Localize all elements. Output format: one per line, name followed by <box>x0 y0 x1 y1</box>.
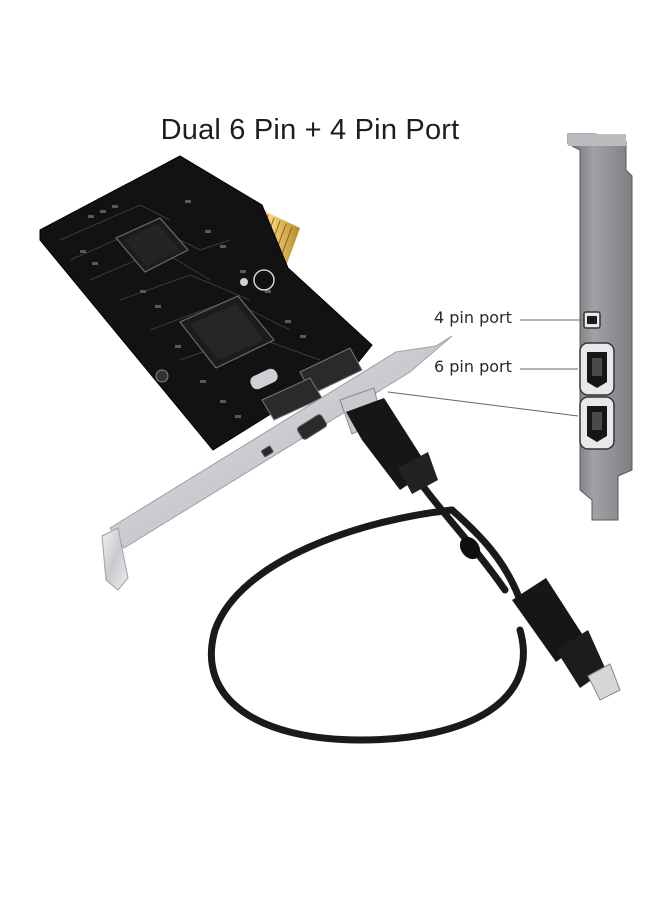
cable-plug-6pin <box>339 387 438 494</box>
bracket-4pin-port <box>261 445 274 458</box>
circuit-board <box>39 155 373 451</box>
controller-chip-small <box>115 217 189 273</box>
firewire-cable <box>207 387 621 744</box>
pcie-card <box>39 155 373 451</box>
gray-bracket <box>567 133 633 521</box>
gray-bracket-6pin-port-lower <box>579 396 615 450</box>
callout-6-pin-port: 6 pin port <box>434 357 512 376</box>
cable-plug-4pin <box>512 578 621 701</box>
controller-chip-large <box>179 295 275 369</box>
bracket-6pin-port <box>297 414 327 440</box>
callout-4-pin-port: 4 pin port <box>434 308 512 327</box>
callout-lines <box>387 319 582 417</box>
silver-bracket <box>101 335 453 591</box>
page-title: Dual 6 Pin + 4 Pin Port <box>160 114 460 146</box>
gray-bracket-6pin-port-upper <box>579 342 615 396</box>
